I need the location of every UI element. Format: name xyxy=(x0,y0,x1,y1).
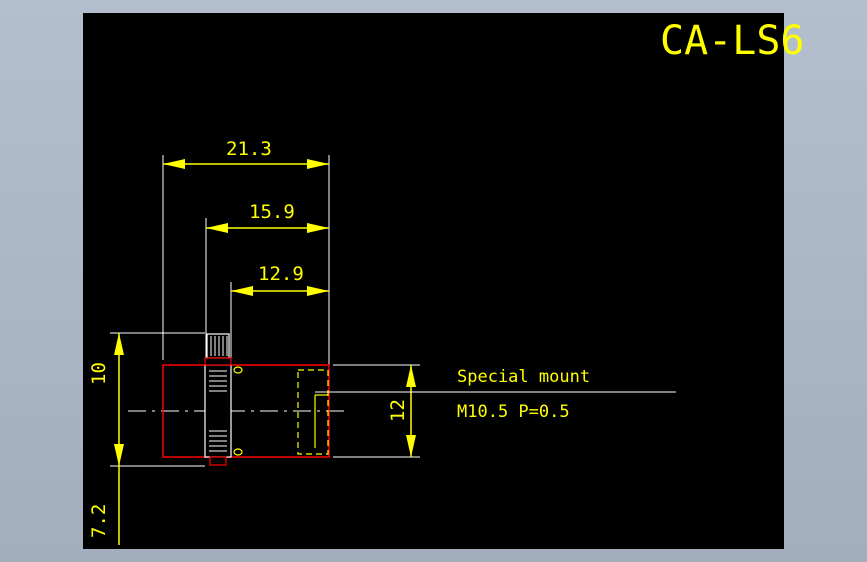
dimension-12-9: 12.9 xyxy=(230,263,329,362)
lens-body xyxy=(162,364,330,458)
dimension-15-9: 15.9 xyxy=(205,201,329,360)
note-special-mount: Special mount xyxy=(457,367,590,387)
dim-label-10: 10 xyxy=(88,362,110,385)
adjustment-ring xyxy=(204,364,232,458)
dim-label-7-2: 7.2 xyxy=(88,504,110,538)
dimension-7-2: 7.2 xyxy=(88,466,120,545)
locking-knob-top xyxy=(204,333,232,366)
mount-note: Special mount M10.5 P=0.5 xyxy=(315,367,676,422)
dim-label-12: 12 xyxy=(387,399,409,422)
dimension-10: 10 xyxy=(88,332,205,467)
dim-label-15-9: 15.9 xyxy=(249,201,295,223)
screw-heads xyxy=(233,366,243,456)
dimension-12: 12 xyxy=(333,364,420,458)
bottom-tab xyxy=(209,456,227,466)
note-thread-spec: M10.5 P=0.5 xyxy=(457,402,570,422)
dim-label-21-3: 21.3 xyxy=(226,138,272,160)
dimension-21-3: 21.3 xyxy=(162,138,330,365)
dim-label-12-9: 12.9 xyxy=(258,263,304,285)
drawing-canvas xyxy=(83,13,784,549)
drawing-title: CA-LS6 xyxy=(660,18,805,64)
